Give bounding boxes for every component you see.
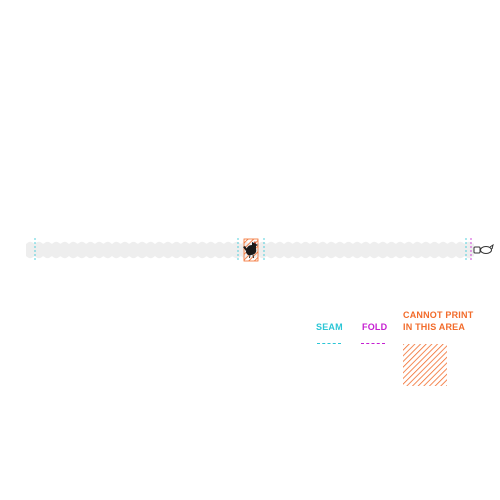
rooster-logo-icon [243, 241, 258, 259]
no-print-legend-line2: IN THIS AREA [403, 322, 466, 332]
no-print-legend-swatch [403, 344, 447, 386]
seam-legend-swatch [317, 343, 341, 344]
fold-legend-swatch [361, 343, 385, 344]
fold-legend-label: FOLD [362, 322, 388, 332]
no-print-legend-line1: CANNOT PRINT [403, 310, 474, 320]
lobster-clasp-icon [473, 243, 494, 254]
seam-legend-label: SEAM [316, 322, 343, 332]
